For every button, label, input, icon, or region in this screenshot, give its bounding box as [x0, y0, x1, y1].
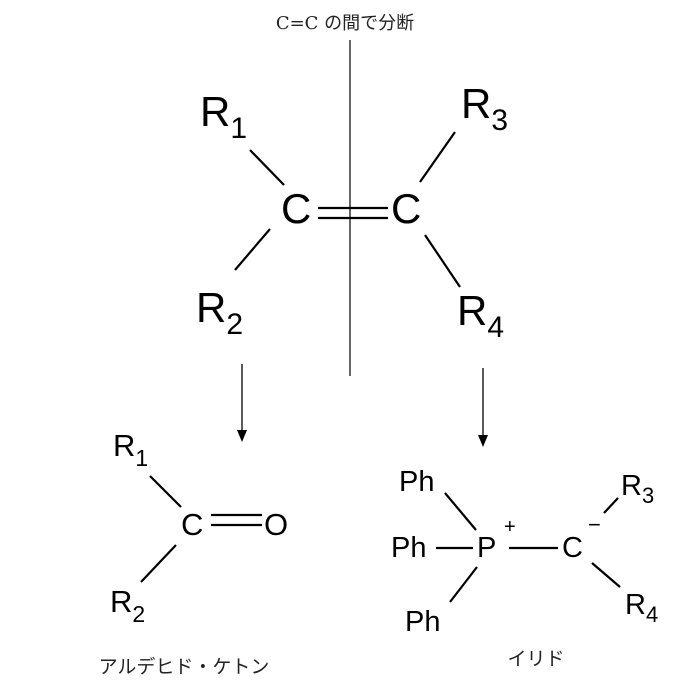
ylide-minus-charge: − [588, 512, 601, 537]
carbonyl-r2: R2 [110, 584, 145, 627]
alkene-r4: R4 [457, 287, 504, 344]
alkene-r2: R2 [196, 284, 243, 341]
ylide-r4: R4 [625, 589, 658, 627]
carbonyl-r1: R1 [113, 428, 148, 471]
alkene-right-carbon: C [391, 185, 421, 232]
alkene: R1 R3 C C R2 R4 [196, 80, 508, 344]
ylide-r3: R3 [621, 470, 654, 508]
bond-r1-carbonyl [149, 475, 182, 508]
ylide-label: イリド [507, 648, 564, 670]
ylide-phosphorus: P [477, 532, 496, 564]
ylide-carbon: C [562, 532, 583, 564]
carbonyl-oxygen: O [264, 507, 288, 542]
bond-ph-bottom-p [449, 566, 478, 603]
arrow-left [237, 364, 247, 442]
bond-r3-c [419, 131, 456, 183]
carbonyl-label: アルデヒド・ケトン [99, 656, 270, 678]
bond-r2-c [234, 228, 271, 271]
bond-c-r4 [591, 562, 621, 588]
ylide-ph-top: Ph [399, 466, 434, 498]
bond-r4-c [424, 234, 461, 288]
bond-r1-c [249, 149, 285, 186]
cleavage-caption: C=C の間で分断 [276, 13, 414, 34]
bond-c-r3 [603, 497, 619, 514]
arrow-right [478, 368, 488, 447]
ylide-plus-charge: + [504, 516, 516, 538]
ylide: Ph Ph Ph P + C − R3 R4 [391, 466, 658, 638]
alkene-r3: R3 [461, 80, 508, 137]
alkene-left-carbon: C [281, 185, 311, 232]
carbonyl: R1 C O R2 [110, 428, 288, 627]
carbonyl-carbon: C [181, 507, 203, 542]
alkene-r1: R1 [200, 88, 247, 145]
ylide-ph-bottom: Ph [405, 606, 440, 638]
ylide-ph-mid: Ph [391, 532, 426, 564]
bond-r2-carbonyl [140, 544, 177, 583]
bond-ph-top-p [444, 492, 477, 531]
